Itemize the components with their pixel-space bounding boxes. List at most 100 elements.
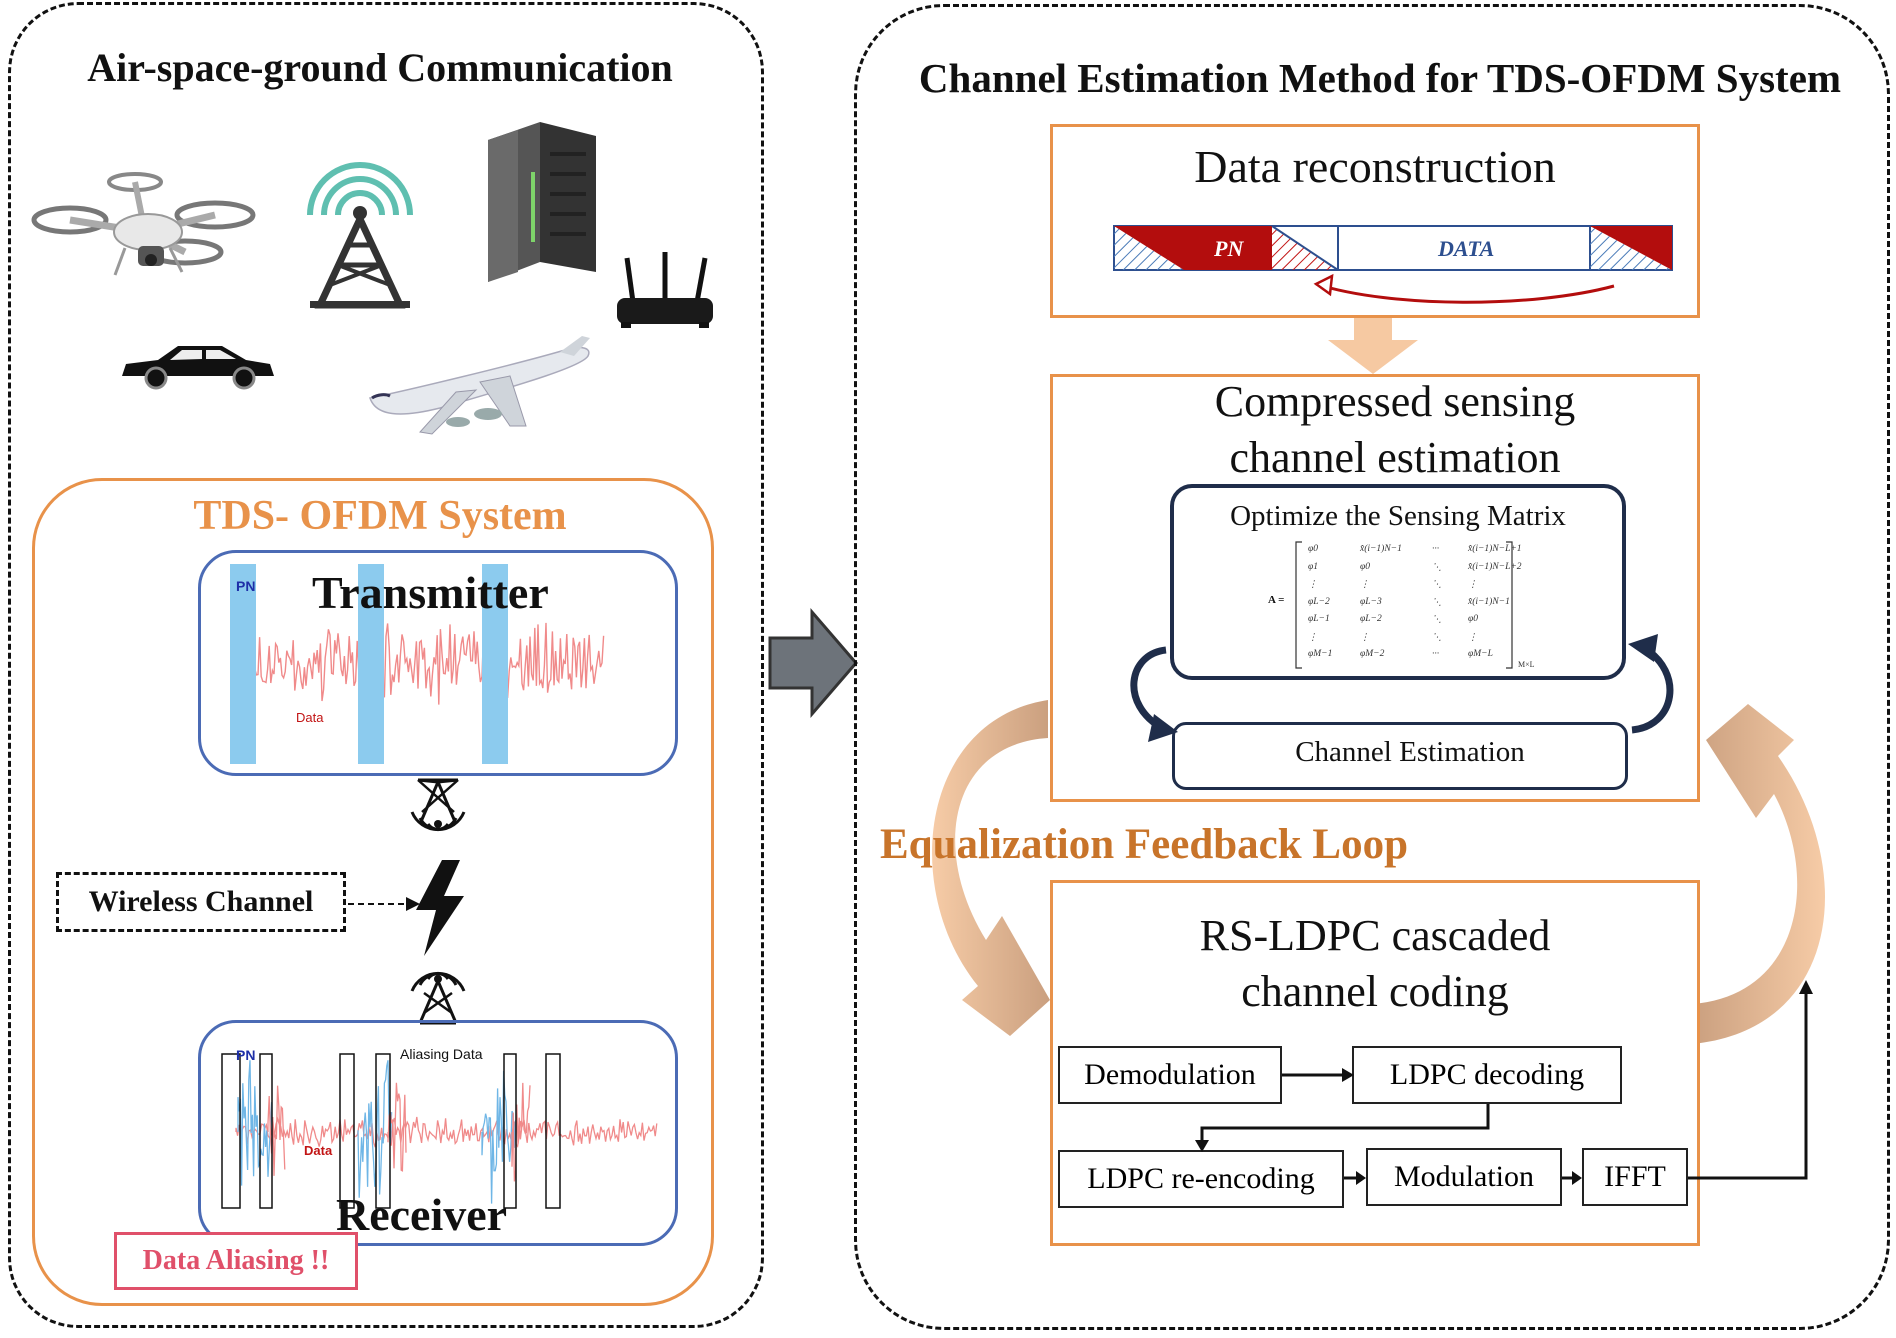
rx-window-frame [503,1053,517,1209]
channel-estimation-box [1172,722,1628,790]
rx-window-frame [221,1053,241,1209]
wireless-channel-arrow [348,897,420,911]
cs-title-line1: Compressed sensing [1214,377,1576,426]
wifi-router-icon [617,252,713,328]
cell-tower-icon [307,162,413,309]
coding-title-line1: RS-LDPC cascaded [1199,911,1551,960]
ifft-label: IFFT [1604,1160,1666,1193]
matrix-cell: φ0 [1468,614,1479,624]
rx-aliasing-waveform [267,1085,286,1176]
rx-pn-waveform [481,1070,517,1204]
feedback-loop-label: Equalization Feedback Loop [880,821,1409,868]
matrix-cell: ⋱ [1432,597,1442,608]
matrix-cell: ⋱ [1432,632,1442,643]
matrix-cell: φM−L [1468,649,1493,659]
rx-data-waveform [235,1116,658,1148]
receiver-data-label: Data [304,1143,333,1158]
matrix-cell: φM−2 [1360,649,1385,659]
ldpc-decoding-box: LDPC decoding [1352,1046,1622,1104]
transmitter-label: Transmitter [312,567,549,618]
receiver-box [198,1020,678,1246]
rx-window-frame [339,1053,355,1209]
transmitter-box [198,550,678,776]
matrix-cell: φM−1 [1308,649,1333,659]
demodulation-label: Demodulation [1084,1058,1256,1091]
wireless-channel-box: Wireless Channel [56,872,346,932]
matrix-cell: ⋮ [1468,632,1478,643]
data-reconstruction-box [1050,124,1700,318]
matrix-cell: φL−1 [1308,614,1330,624]
tx-pn-block [358,564,384,764]
feedback-left-arrow-icon [932,700,1050,1036]
matrix-cell: ⋮ [1468,580,1478,590]
aliasing-data-label: Aliasing Data [400,1046,483,1062]
tds-ofdm-title: TDS- OFDM System [193,493,567,539]
data-aliasing-text: Data Aliasing !! [142,1245,330,1276]
matrix-body: φ0 x̂(i−1)N−1 ··· x̂(i−1)N−L+1 φ1 φ0 ⋱ x̂(i−1)N… [1300,540,1522,670]
rx-pn-waveform [357,1060,393,1198]
loop-left-arrow-icon [1130,646,1178,742]
matrix-cell: φL−3 [1360,596,1382,607]
matrix-cell: ··· [1432,649,1440,659]
modulation-label: Modulation [1394,1160,1534,1193]
sensing-matrix-title: Optimize the Sensing Matrix [1230,500,1566,532]
matrix-cell: ⋮ [1360,580,1370,590]
matrix-cell: x̂(i−1)N−1 [1360,544,1402,554]
matrix-cell: x̂(i−1)N−1 [1468,596,1510,607]
matrix-cell: ⋮ [1308,632,1318,643]
transmitter-pn-label: PN [236,578,256,594]
left-panel [8,2,764,1328]
channel-estimation-label: Channel Estimation [1295,736,1525,768]
matrix-cell: ⋮ [1360,632,1370,643]
tds-ofdm-box [32,478,714,1306]
matrix-cell: x̂(i−1)N−L+2 [1468,561,1522,572]
matrix-cell: φ0 [1308,544,1319,554]
matrix-cell: ⋱ [1432,615,1442,625]
lightning-icon [416,860,464,956]
matrix-cell: φ1 [1308,561,1319,572]
down-arrow-icon [1328,318,1418,374]
loop-right-arrow-icon [1628,634,1674,734]
rx-antenna-icon [410,971,466,1025]
frame-pn-label: PN [1214,236,1244,261]
rx-aliasing-waveform [511,1082,531,1182]
rx-window-frame [545,1053,561,1209]
matrix-brackets [1295,541,1513,669]
matrix-cell: x̂(i−1)N−L+1 [1468,544,1522,554]
frame-structure [1113,225,1673,304]
cs-title-line2: channel estimation [1229,433,1561,482]
tx-antenna-icon [410,778,466,832]
matrix-cell: φ0 [1360,561,1371,572]
feedback-right-arrow-icon [1692,704,1825,1044]
matrix-cell: ⋮ [1308,580,1318,590]
tx-pn-block [482,564,508,764]
matrix-label: A = [1268,594,1285,606]
ifft-box: IFFT [1582,1148,1688,1206]
car-icon [122,346,274,390]
sensing-matrix-box [1170,484,1626,680]
receiver-label: Receiver [336,1189,508,1240]
transmitter-signal [230,564,605,764]
demodulation-box: Demodulation [1058,1046,1282,1104]
left-panel-title: Air-space-ground Communication [87,45,673,90]
receiver-signal [221,1053,658,1209]
receiver-pn-label: PN [236,1047,256,1063]
rx-window-frame [259,1053,273,1209]
coding-flow-arrows [1195,980,1813,1185]
matrix-cell: ⋱ [1432,562,1442,573]
right-panel [854,4,1890,1330]
data-aliasing-warning: Data Aliasing !! [114,1232,358,1290]
ldpc-reencoding-box: LDPC re-encoding [1058,1150,1344,1208]
wireless-channel-label: Wireless Channel [88,885,314,918]
transmitter-data-label: Data [296,710,324,725]
matrix-cell: ··· [1432,544,1440,554]
server-rack-icon [488,122,596,282]
airplane-icon [369,336,590,435]
frame-data-label: DATA [1438,236,1495,261]
ldpc-decoding-label: LDPC decoding [1389,1058,1585,1091]
rx-window-frame [375,1053,391,1209]
rx-pn-waveform [237,1060,273,1186]
coding-title-line2: channel coding [1241,967,1509,1016]
tx-data-waveform [233,622,605,705]
drone-icon [31,172,256,276]
